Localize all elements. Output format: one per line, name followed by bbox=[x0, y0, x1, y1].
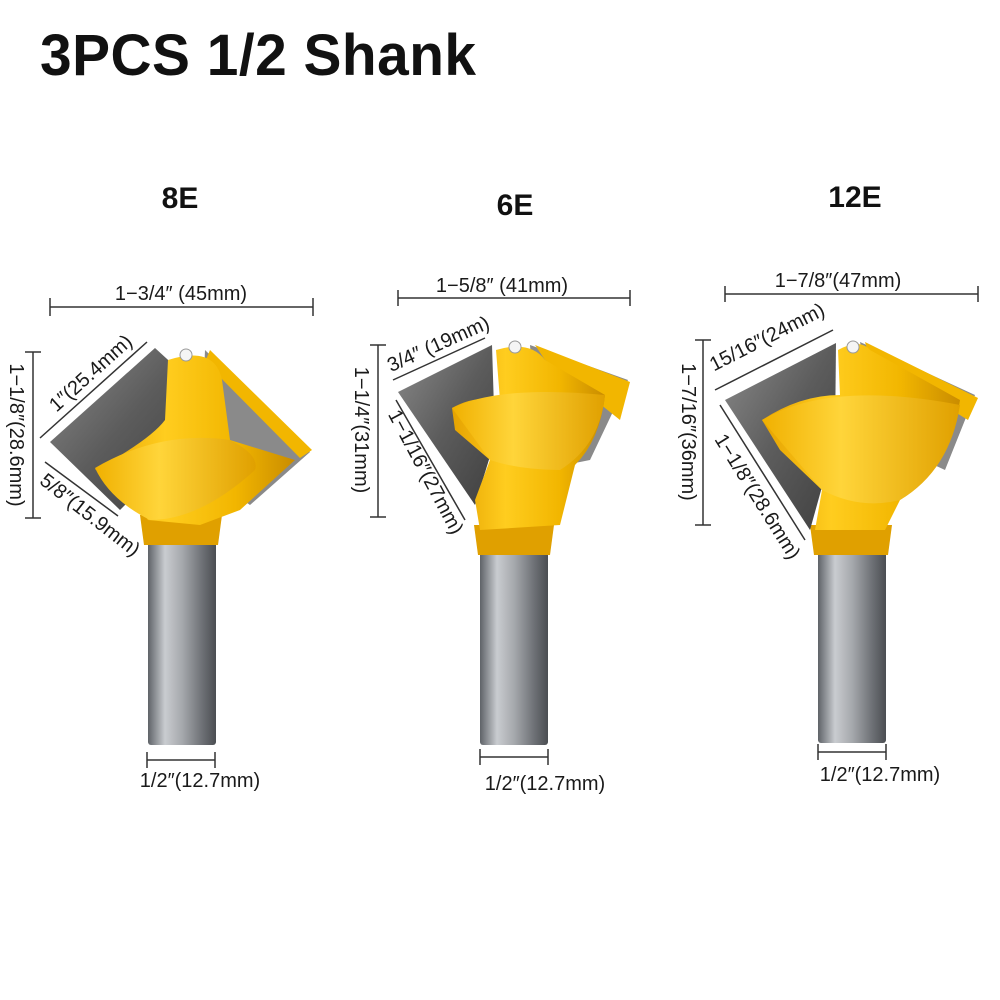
height-label: 1−1/4″(31mm) bbox=[350, 367, 372, 494]
shank-label: 1/2″(12.7mm) bbox=[820, 764, 940, 786]
bit-8e: 8E 1−3/4″ (45mm) 1−1/8″(28.6mm) 1″(25.4m… bbox=[5, 182, 314, 792]
shank-label: 1/2″(12.7mm) bbox=[140, 770, 260, 792]
bit-12e: 12E 1−7/8″(47mm) 1−7/16″(36mm) 15/16″(24… bbox=[677, 181, 979, 786]
page-title: 3PCS 1/2 Shank bbox=[40, 23, 477, 88]
height-label: 1−7/16″(36mm) bbox=[677, 363, 699, 501]
bit-name: 12E bbox=[828, 181, 881, 214]
width-label: 1−5/8″ (41mm) bbox=[436, 275, 568, 297]
shank bbox=[148, 535, 216, 745]
carbide-wing-left bbox=[398, 345, 495, 505]
collar bbox=[474, 525, 554, 555]
shank bbox=[818, 545, 886, 743]
shank-label: 1/2″(12.7mm) bbox=[485, 773, 605, 795]
bit-name: 8E bbox=[162, 182, 199, 215]
height-label: 1−1/8″(28.6mm) bbox=[5, 363, 27, 506]
bit-name: 6E bbox=[497, 189, 534, 222]
width-label: 1−7/8″(47mm) bbox=[775, 270, 902, 292]
collar bbox=[810, 525, 892, 555]
bit-6e: 6E 1−5/8″ (41mm) 1−1/4″(31mm) 3/4″ (19mm… bbox=[350, 189, 631, 795]
width-label: 1−3/4″ (45mm) bbox=[115, 283, 247, 305]
shank bbox=[480, 545, 548, 745]
